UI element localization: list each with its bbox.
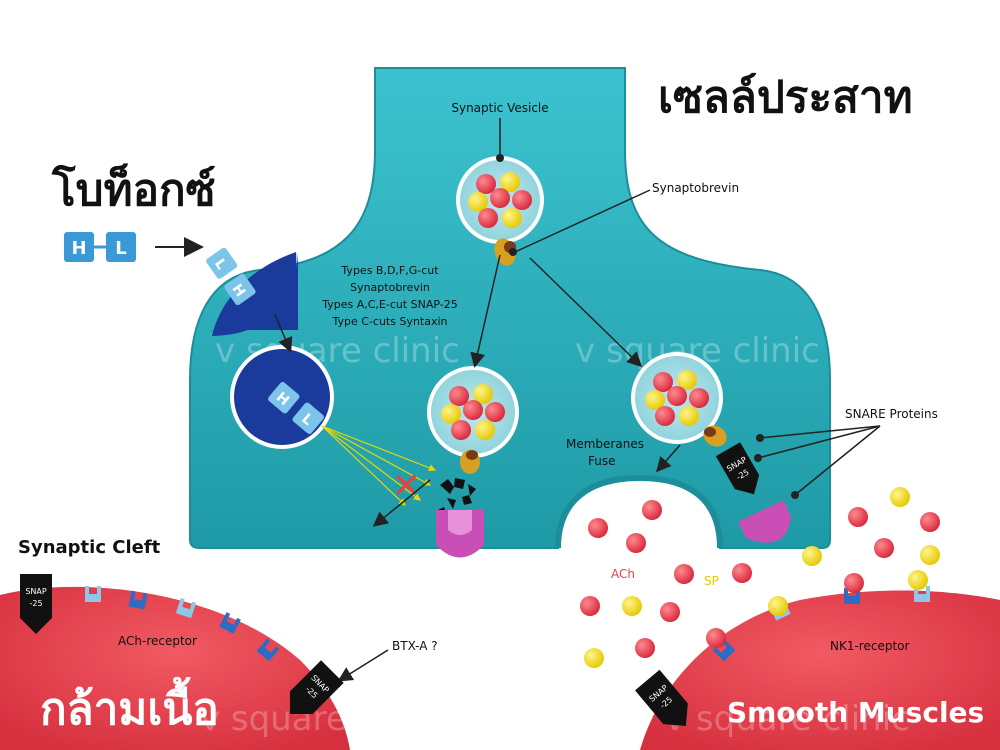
svg-text:H: H <box>71 238 86 259</box>
released-neurotransmitters <box>580 487 940 668</box>
cut-types-line1: Types B,D,F,G-cut <box>340 264 439 277</box>
arrow-vesicle-right <box>529 257 643 368</box>
label-snare: SNARE Proteins <box>845 407 938 421</box>
sp-molecule <box>584 648 604 668</box>
ach-molecule <box>689 388 709 408</box>
ach-molecule <box>449 386 469 406</box>
ach-molecule <box>476 174 496 194</box>
ach-molecule <box>485 402 505 422</box>
sp-molecule <box>500 172 520 192</box>
sp-molecule <box>468 192 488 212</box>
title-botox: โบท็อกซ์ <box>51 163 216 216</box>
sp-molecule <box>677 370 697 390</box>
ach-molecule <box>732 563 752 583</box>
label-muscle: กล้ามเนื้อ <box>40 676 219 735</box>
ach-molecule <box>706 628 726 648</box>
ach-molecule <box>653 372 673 392</box>
sp-molecule <box>908 570 928 590</box>
sp-molecule <box>475 420 495 440</box>
label-ach: ACh <box>611 567 635 581</box>
ach-molecule <box>588 518 608 538</box>
vesicle-contents <box>441 172 709 440</box>
ach-molecule <box>674 564 694 584</box>
ach-receptor <box>128 590 148 610</box>
label-fuse: Fuse <box>588 454 616 468</box>
ach-receptor <box>85 586 101 602</box>
snap25-smooth: SNAP -25 <box>635 669 688 727</box>
pointer-synaptobrevin <box>514 189 651 253</box>
skeletal-muscle <box>0 586 350 750</box>
svg-text:L: L <box>115 238 126 259</box>
sp-molecule <box>920 545 940 565</box>
snap25-btx: SNAP -25 <box>289 660 344 715</box>
snap25-left: SNAP -25 <box>20 574 52 634</box>
cleavage-rays <box>321 425 437 506</box>
label-nk1-receptor: NK1-receptor <box>830 639 910 653</box>
ach-receptor <box>175 597 197 619</box>
pointer-snare-3 <box>794 425 881 496</box>
label-synaptic-vesicle: Synaptic Vesicle <box>451 101 548 115</box>
sp-molecule <box>890 487 910 507</box>
watermark-4: v square clinic <box>665 699 910 739</box>
label-sp: SP <box>704 574 719 588</box>
ach-molecule <box>512 190 532 210</box>
sp-molecule <box>802 546 822 566</box>
label-smooth-muscles: Smooth Muscles <box>727 696 984 729</box>
blocked-vesicle-arrow <box>372 479 431 527</box>
svg-text:SNAP: SNAP <box>25 587 47 596</box>
label-ach-receptor: ACh-receptor <box>118 634 197 648</box>
sp-molecule <box>473 384 493 404</box>
ach-molecule <box>920 512 940 532</box>
arrow-vesicle-mid <box>470 254 501 368</box>
ach-molecule <box>580 596 600 616</box>
snare-pink-right <box>738 500 792 543</box>
label-synaptic-cleft: Synaptic Cleft <box>18 537 161 558</box>
arrow-fuse <box>656 444 681 473</box>
internalize-arrow <box>274 314 293 353</box>
pointer-snare-2 <box>759 425 881 439</box>
ach-receptor <box>256 638 280 662</box>
svg-text:-25: -25 <box>29 599 42 608</box>
snap25-neuron: SNAP -25 <box>715 442 760 495</box>
sp-molecule <box>502 208 522 228</box>
ach-molecule <box>635 638 655 658</box>
ach-molecule <box>667 386 687 406</box>
watermark-3: v square clinic <box>200 699 445 739</box>
toxin-hl-endosome: H L <box>268 382 324 434</box>
ach-molecule <box>463 400 483 420</box>
label-synaptobrevin: Synaptobrevin <box>652 181 739 195</box>
sp-molecule <box>645 390 665 410</box>
ach-molecule <box>626 533 646 553</box>
ach-molecule <box>655 406 675 426</box>
label-membranes: Memberanes <box>566 437 644 451</box>
sp-molecule <box>679 406 699 426</box>
ach-receptor <box>219 612 241 634</box>
sp-molecule <box>622 596 642 616</box>
cut-types-line3: Types A,C,E-cut SNAP-25 <box>321 298 458 311</box>
sp-molecule <box>768 596 788 616</box>
ach-molecule <box>478 208 498 228</box>
smooth-muscle <box>640 590 1000 750</box>
toxin-hl-bound: L H <box>206 247 256 306</box>
cut-types-line2: Synaptobrevin <box>350 281 430 294</box>
ach-molecule <box>490 188 510 208</box>
label-btx: BTX-A ? <box>392 639 438 653</box>
toxin-hl-legend: H L <box>64 232 136 262</box>
ach-molecule <box>874 538 894 558</box>
sp-molecule <box>441 404 461 424</box>
cut-types-line4: Type C-cuts Syntaxin <box>331 315 447 328</box>
ach-molecule <box>844 573 864 593</box>
ach-molecule <box>848 507 868 527</box>
ach-molecule <box>451 420 471 440</box>
title-neuron: เซลล์ประสาท <box>658 72 913 123</box>
ach-molecule <box>642 500 662 520</box>
ach-receptors <box>85 586 280 662</box>
pointer-btx <box>337 649 389 682</box>
ach-molecule <box>660 602 680 622</box>
pointer-snare-1 <box>757 425 881 459</box>
